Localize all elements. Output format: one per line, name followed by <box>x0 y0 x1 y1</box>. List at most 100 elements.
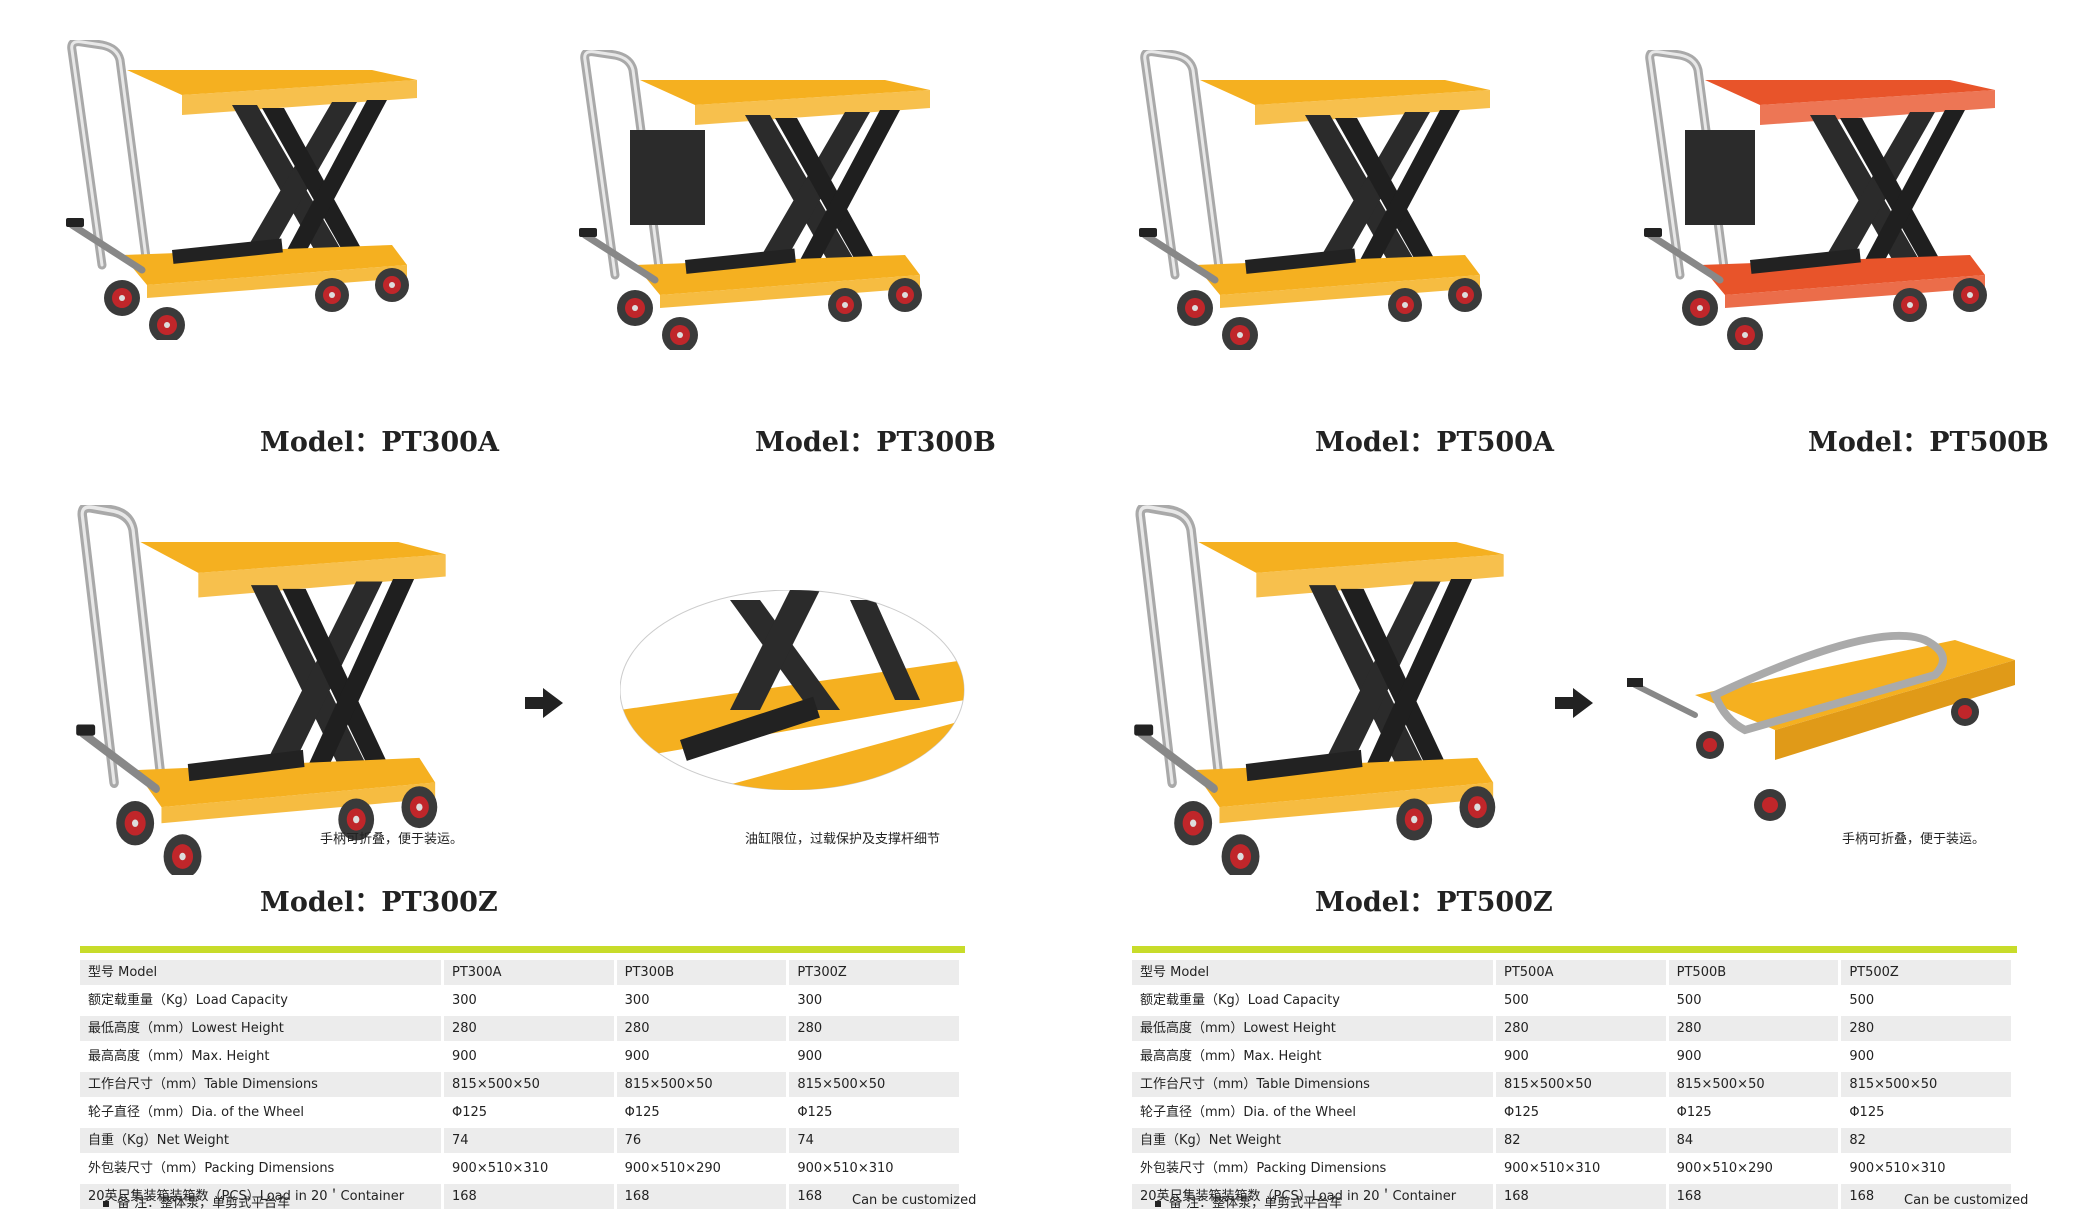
spec-label-cell: 最高高度（mm）Max. Height <box>1132 1044 1493 1069</box>
spec-value-cell: 900×510×310 <box>1841 1156 2011 1181</box>
spec-value-cell: 500 <box>1496 988 1666 1013</box>
spec-value-cell: 815×500×50 <box>1841 1072 2011 1097</box>
spec-label-cell: 外包装尺寸（mm）Packing Dimensions <box>1132 1156 1493 1181</box>
footnote-left: 备 注：整体泵，单剪式平台车 <box>103 1192 290 1211</box>
spec-value-cell: Φ125 <box>1841 1100 2011 1125</box>
accent-bar <box>80 946 965 953</box>
spec-value-cell: 280 <box>1841 1016 2011 1041</box>
lift-table-illustration <box>1130 505 1530 875</box>
spec-label-cell: 型号 Model <box>1132 960 1493 985</box>
spec-value-cell: 168 <box>789 1184 959 1209</box>
spec-label-cell: 最低高度（mm）Lowest Height <box>1132 1016 1493 1041</box>
spec-value-cell: Φ125 <box>444 1100 614 1125</box>
spec-value-cell: 168 <box>1668 1184 1839 1209</box>
spec-value-cell: 900×510×290 <box>1668 1156 1839 1181</box>
spec-value-cell: 815×500×50 <box>1668 1072 1839 1097</box>
spec-value-cell: 280 <box>1668 1016 1839 1041</box>
customized-note-right: Can be customized <box>1904 1193 2029 1208</box>
spec-value-cell: 815×500×50 <box>616 1072 787 1097</box>
spec-value-cell: 900×510×310 <box>444 1156 614 1181</box>
spec-value-cell: PT300B <box>616 960 787 985</box>
spec-value-cell: 74 <box>444 1128 614 1153</box>
spec-value-cell: Φ125 <box>616 1100 787 1125</box>
spec-value-cell: Φ125 <box>789 1100 959 1125</box>
spec-value-cell: 900 <box>1496 1044 1666 1069</box>
spec-value-cell: 500 <box>1668 988 1839 1013</box>
lift-table-illustration <box>1135 50 1515 350</box>
spec-value-cell: 815×500×50 <box>444 1072 614 1097</box>
spec-value-cell: 82 <box>1841 1128 2011 1153</box>
spec-value-cell: Φ125 <box>1496 1100 1666 1125</box>
model-label-pt300b: Model：PT300B <box>755 427 996 458</box>
accent-bar <box>1132 946 2017 953</box>
spec-label-cell: 轮子直径（mm）Dia. of the Wheel <box>80 1100 441 1125</box>
spec-label-cell: 自重（Kg）Net Weight <box>80 1128 441 1153</box>
product-image-pt500z <box>1130 505 1530 875</box>
bullet-icon <box>103 1200 109 1207</box>
spec-label-cell: 20英尺集装箱装箱数（PCS）Load in 20＇Container <box>80 1184 441 1209</box>
spec-value-cell: 280 <box>789 1016 959 1041</box>
product-image-pt500a <box>1135 50 1515 350</box>
spec-value-cell: 82 <box>1496 1128 1666 1153</box>
spec-label-cell: 轮子直径（mm）Dia. of the Wheel <box>1132 1100 1493 1125</box>
spec-value-cell: 280 <box>1496 1016 1666 1041</box>
spec-label-cell: 额定载重量（Kg）Load Capacity <box>80 988 441 1013</box>
spec-value-cell: 900 <box>789 1044 959 1069</box>
spec-value-cell: 815×500×50 <box>789 1072 959 1097</box>
spec-value-cell: 900×510×310 <box>789 1156 959 1181</box>
spec-label-cell: 20英尺集装箱装箱数（PCS）Load in 20＇Container <box>1132 1184 1493 1209</box>
spec-value-cell: 76 <box>616 1128 787 1153</box>
spec-label-cell: 工作台尺寸（mm）Table Dimensions <box>80 1072 441 1097</box>
spec-value-cell: 900 <box>616 1044 787 1069</box>
spec-value-cell: 900 <box>1841 1044 2011 1069</box>
spec-value-cell: 168 <box>1841 1184 2011 1209</box>
model-label-pt500a: Model：PT500A <box>1315 427 1554 458</box>
spec-value-cell: PT500B <box>1668 960 1839 985</box>
spec-value-cell: 500 <box>1841 988 2011 1013</box>
spec-value-cell: PT500Z <box>1841 960 2011 985</box>
spec-value-cell: 84 <box>1668 1128 1839 1153</box>
product-image-pt300z <box>72 505 472 875</box>
cylinder-detail-illustration <box>619 589 965 791</box>
spec-label-cell: 工作台尺寸（mm）Table Dimensions <box>1132 1072 1493 1097</box>
bullet-icon <box>1155 1200 1161 1207</box>
spec-value-cell: Φ125 <box>1668 1100 1839 1125</box>
arrow-right-icon <box>525 688 565 722</box>
lift-table-illustration <box>62 40 442 340</box>
lift-table-illustration <box>72 505 472 875</box>
spec-value-cell: 280 <box>444 1016 614 1041</box>
pump-panel <box>1685 130 1755 225</box>
arrow-right-icon <box>1555 688 1595 722</box>
spec-value-cell: 900 <box>1668 1044 1839 1069</box>
model-label-pt300z: Model：PT300Z <box>260 887 498 918</box>
product-image-pt500z-folded <box>1625 600 2020 830</box>
spec-value-cell: PT300Z <box>789 960 959 985</box>
product-image-pt500b <box>1640 50 2020 350</box>
caption-pt300z: 手柄可折叠，便于装运。 <box>320 832 464 847</box>
spec-value-cell: 168 <box>616 1184 787 1209</box>
caption-detail: 油缸限位，过载保护及支撑杆细节 <box>745 832 941 847</box>
spec-value-cell: PT300A <box>444 960 614 985</box>
spec-label-cell: 型号 Model <box>80 960 441 985</box>
spec-value-cell: 168 <box>444 1184 614 1209</box>
product-image-pt300a <box>62 40 442 340</box>
folded-lift-table-illustration <box>1627 631 2015 821</box>
model-label-pt300a: Model：PT300A <box>260 427 499 458</box>
